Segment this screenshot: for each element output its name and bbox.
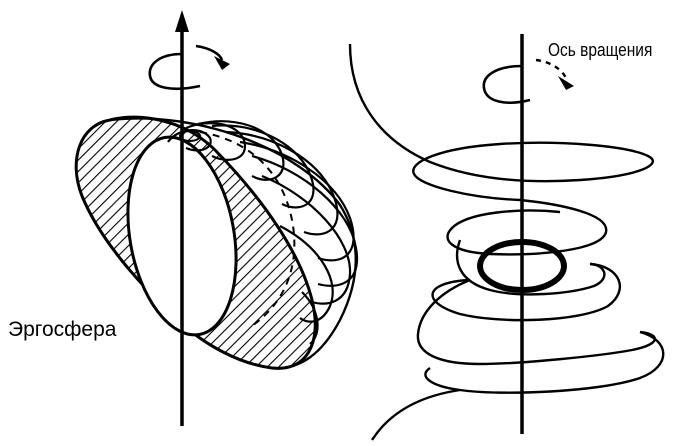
axis-arrowhead-left — [175, 10, 189, 32]
rotation-arrow-left — [150, 54, 200, 89]
rotation-arrow-right-dashed — [536, 60, 566, 78]
ergosphere-figure — [76, 10, 357, 426]
rotation-arrowhead-right — [558, 76, 574, 90]
spiral-loop-2 — [448, 200, 607, 254]
spiral-figure — [350, 34, 663, 440]
rotation-arrow-left-tail — [196, 46, 222, 60]
spiral-bottom-tail — [372, 390, 460, 440]
rotation-axis-label: Ось вращения — [548, 40, 652, 61]
spiral-loop-1 — [413, 143, 653, 200]
spiral-top-arc — [350, 44, 580, 181]
ergosphere-label: Эргосфера — [8, 318, 116, 342]
